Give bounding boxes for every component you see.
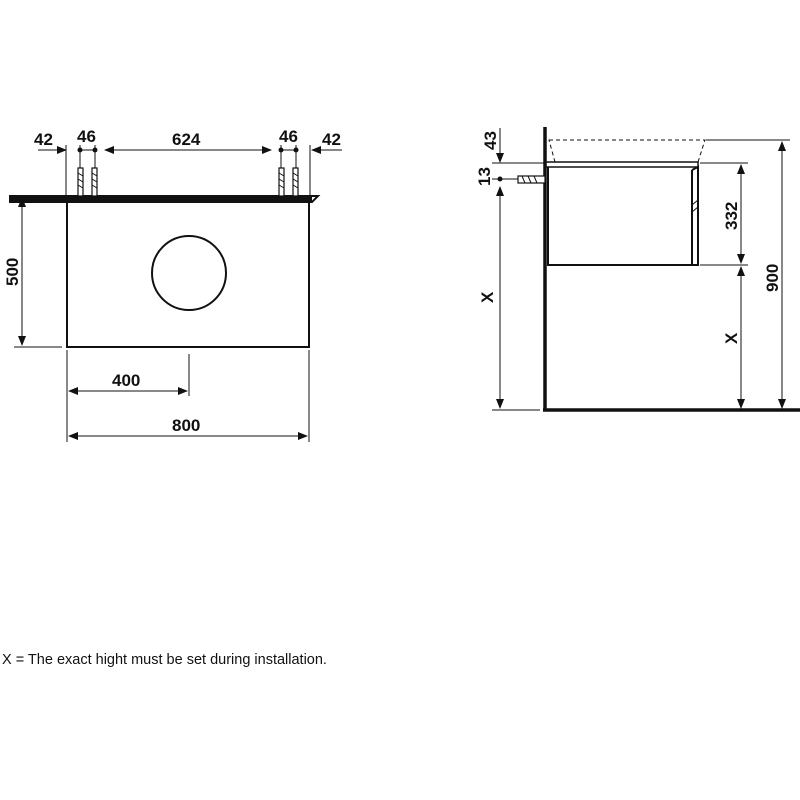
bracket-right-1 [278, 167, 285, 197]
cabinet-side [547, 167, 693, 266]
side-view: 43 13 X 332 X 900 [475, 127, 800, 412]
countertop-side [545, 161, 699, 168]
dim-x-right: X [722, 332, 741, 344]
dim-height: 500 [3, 258, 22, 286]
dim-left-spacing: 46 [77, 127, 96, 146]
dim-43: 43 [481, 131, 500, 150]
dim-x-left: X [478, 291, 497, 303]
basin-dashed-outline [548, 139, 706, 163]
bracket-left-2 [91, 167, 98, 197]
dim-total-width: 800 [172, 416, 200, 435]
bracket-left-1 [77, 167, 84, 197]
dim-x-left-group: X [478, 186, 540, 411]
dim-900: 900 [763, 264, 782, 292]
top-dimension-chain: 42 46 624 46 42 [34, 127, 342, 196]
dim-13: 13 [475, 167, 494, 186]
dim-right-spacing: 46 [279, 127, 298, 146]
height-dimension: 500 [3, 195, 62, 348]
drawer-front-side [691, 165, 699, 266]
countertop-fill [10, 196, 312, 201]
dim-43-group: 43 [481, 128, 545, 164]
footnote-text: X = The exact hight must be set during i… [2, 652, 327, 668]
dim-right-offset: 42 [322, 130, 341, 149]
bracket-side [517, 175, 546, 184]
bracket-right-2 [292, 167, 299, 197]
dim-x-right-group: X [722, 266, 745, 409]
bottom-dimensions: 400 800 [66, 350, 310, 442]
front-view: 42 46 624 46 42 500 400 800 [3, 127, 342, 442]
dim-left-offset: 42 [34, 130, 53, 149]
dim-332-group: 332 [700, 162, 748, 266]
dim-332: 332 [722, 202, 741, 230]
dim-center-offset: 400 [112, 371, 140, 390]
dim-bracket-span: 624 [172, 130, 201, 149]
dim-900-group: 900 [706, 139, 790, 409]
basin-circle [151, 235, 227, 311]
mounting-brackets [77, 145, 299, 197]
cabinet-front [66, 200, 310, 348]
dim-13-group: 13 [475, 167, 518, 186]
